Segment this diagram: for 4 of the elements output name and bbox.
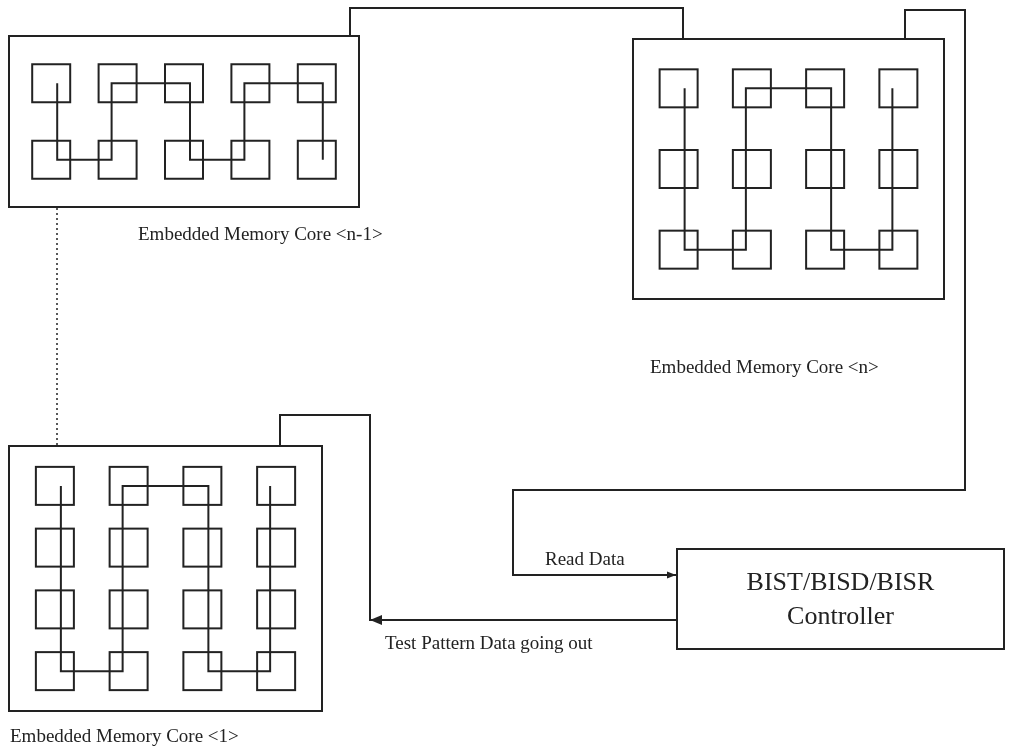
core-caption: Embedded Memory Core <n> [650, 356, 879, 378]
controller-box: BIST/BISD/BISR Controller [676, 548, 1005, 650]
core-caption: Embedded Memory Core <n-1> [138, 223, 383, 245]
core-caption: Embedded Memory Core <1> [10, 725, 239, 746]
